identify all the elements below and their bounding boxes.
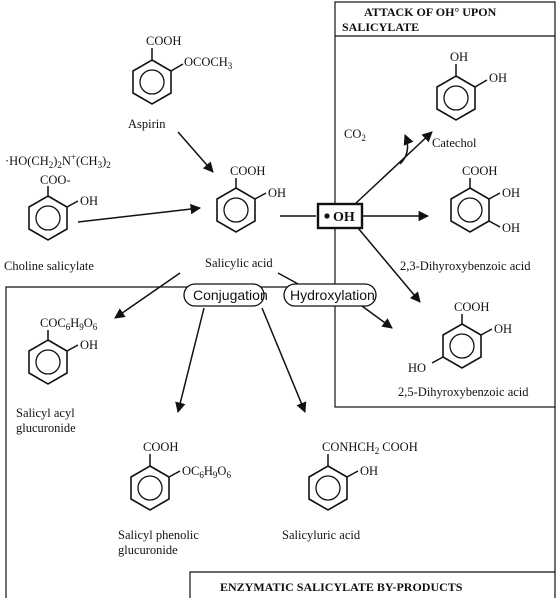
hydroxylation-pill: Hydroxylation <box>283 283 377 307</box>
connector-to-hydroxylation <box>277 272 301 286</box>
salicylic-cooh: COOH <box>230 164 265 178</box>
catechol-oh1: OH <box>450 50 468 64</box>
reaction-arrows <box>77 131 433 414</box>
arrow-co2-release <box>399 134 414 165</box>
dhb23-oh1: OH <box>502 186 520 200</box>
choline-coo: COO- <box>40 173 71 187</box>
salicylic-label: Salicylic acid <box>205 256 273 270</box>
aspirin-label: Aspirin <box>128 117 166 131</box>
conjugation-label: Conjugation <box>193 287 268 303</box>
phenolic-cooh: COOH <box>143 440 178 454</box>
choline-oh: OH <box>80 194 98 208</box>
enzymatic-region-box: ENZYMATIC SALICYLATE BY-PRODUCTS <box>5 286 556 598</box>
hydroxyl-radical-box: OH <box>316 202 364 230</box>
arrow-to-salicyluric <box>261 307 307 413</box>
acyl-sub: COC6H9O6 <box>40 316 98 332</box>
salicyluric-label: Salicyluric acid <box>282 528 361 542</box>
salicylic-oh: OH <box>268 186 286 200</box>
conjugation-pill: Conjugation <box>183 283 268 307</box>
phenolic-label-2: glucuronide <box>118 543 178 557</box>
dhb23-cooh: COOH <box>462 164 497 178</box>
phenolic-glucuronide-structure: COOH OC6H9O6 Salicyl phenolic glucuronid… <box>118 440 231 557</box>
arrow-to-acyl-glucuronide <box>114 272 181 319</box>
aspirin-cooh: COOH <box>146 34 181 48</box>
choline-cation: ·HO(CH2)2N+(CH3)2 <box>5 152 111 170</box>
dhb23-oh2: OH <box>502 221 520 235</box>
radical-label: OH <box>333 210 355 225</box>
acyl-label-2: glucuronide <box>16 421 76 435</box>
attack-region-box: ATTACK OF OH° UPON SALICYLATE <box>334 1 556 408</box>
salicyluric-oh: OH <box>360 464 378 478</box>
aspirin-ococh3: OCOCH3 <box>184 55 233 71</box>
arrow-to-phenolic-glucuronide <box>175 307 205 414</box>
arrow-hydroxylation-to-dhb25 <box>361 305 393 329</box>
acyl-label-1: Salicyl acyl <box>16 406 75 420</box>
enzymatic-title: ENZYMATIC SALICYLATE BY-PRODUCTS <box>220 580 463 594</box>
salicylic-acid-structure: COOH OH Salicylic acid <box>205 164 286 270</box>
arrow-radical-to-dhb25 <box>357 227 421 303</box>
choline-salicylate-structure: ·HO(CH2)2N+(CH3)2 COO- OH Choline salicy… <box>4 152 111 273</box>
phenolic-sub: OC6H9O6 <box>182 464 231 480</box>
dhb25-structure: COOH OH HO 2,5-Dihyroxybenzoic acid <box>398 300 529 399</box>
hydroxylation-label: Hydroxylation <box>290 287 375 303</box>
acyl-glucuronide-structure: COC6H9O6 OH Salicyl acyl glucuronide <box>16 316 98 435</box>
arrow-radical-to-catechol <box>354 131 433 205</box>
catechol-structure: OH OH Catechol <box>432 50 507 150</box>
arrow-choline-to-salicylic <box>77 203 202 223</box>
attack-title-line2: SALICYLATE <box>342 20 419 34</box>
catechol-label: Catechol <box>432 136 477 150</box>
aspirin-structure: COOH OCOCH3 Aspirin <box>128 34 233 131</box>
phenolic-label-1: Salicyl phenolic <box>118 528 199 542</box>
dhb23-structure: COOH OH OH 2,3-Dihyroxybenzoic acid <box>400 164 531 273</box>
attack-title-line1: ATTACK OF OH° UPON <box>364 5 497 19</box>
catechol-oh2: OH <box>489 71 507 85</box>
dhb25-oh: OH <box>494 322 512 336</box>
dhb25-ho: HO <box>408 361 426 375</box>
dhb25-cooh: COOH <box>454 300 489 314</box>
co2-label: CO2 <box>344 127 366 143</box>
arrow-aspirin-to-salicylic <box>177 131 214 173</box>
dhb25-label: 2,5-Dihyroxybenzoic acid <box>398 385 529 399</box>
dhb23-label: 2,3-Dihyroxybenzoic acid <box>400 259 531 273</box>
choline-label: Choline salicylate <box>4 259 94 273</box>
acyl-oh: OH <box>80 338 98 352</box>
